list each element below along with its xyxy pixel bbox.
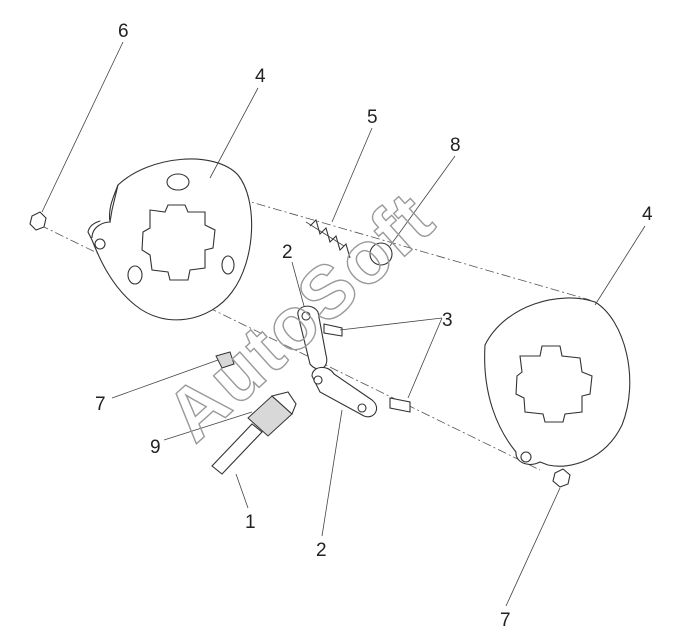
right-plate	[484, 297, 631, 467]
callout-4-left: 4	[255, 66, 266, 87]
callout-7-bottom: 7	[500, 610, 511, 631]
pin-upper	[323, 323, 343, 337]
lever-links	[297, 305, 378, 418]
callout-7-left: 7	[95, 394, 106, 415]
nut-right	[552, 468, 571, 488]
callout-2-bottom: 2	[316, 540, 327, 561]
left-plate	[87, 158, 253, 321]
screw	[215, 351, 235, 369]
actuating-rod	[211, 391, 297, 475]
spring	[305, 218, 351, 259]
pin-lower	[389, 397, 411, 413]
callout-4-right: 4	[642, 204, 653, 225]
ball	[369, 242, 393, 266]
callout-2-top: 2	[282, 242, 293, 263]
nut-left	[29, 211, 47, 231]
callout-6: 6	[118, 21, 129, 42]
callout-8: 8	[450, 135, 461, 156]
callout-5: 5	[367, 107, 378, 128]
callout-9: 9	[150, 437, 161, 458]
callout-1: 1	[245, 512, 256, 533]
callout-3: 3	[442, 310, 453, 331]
